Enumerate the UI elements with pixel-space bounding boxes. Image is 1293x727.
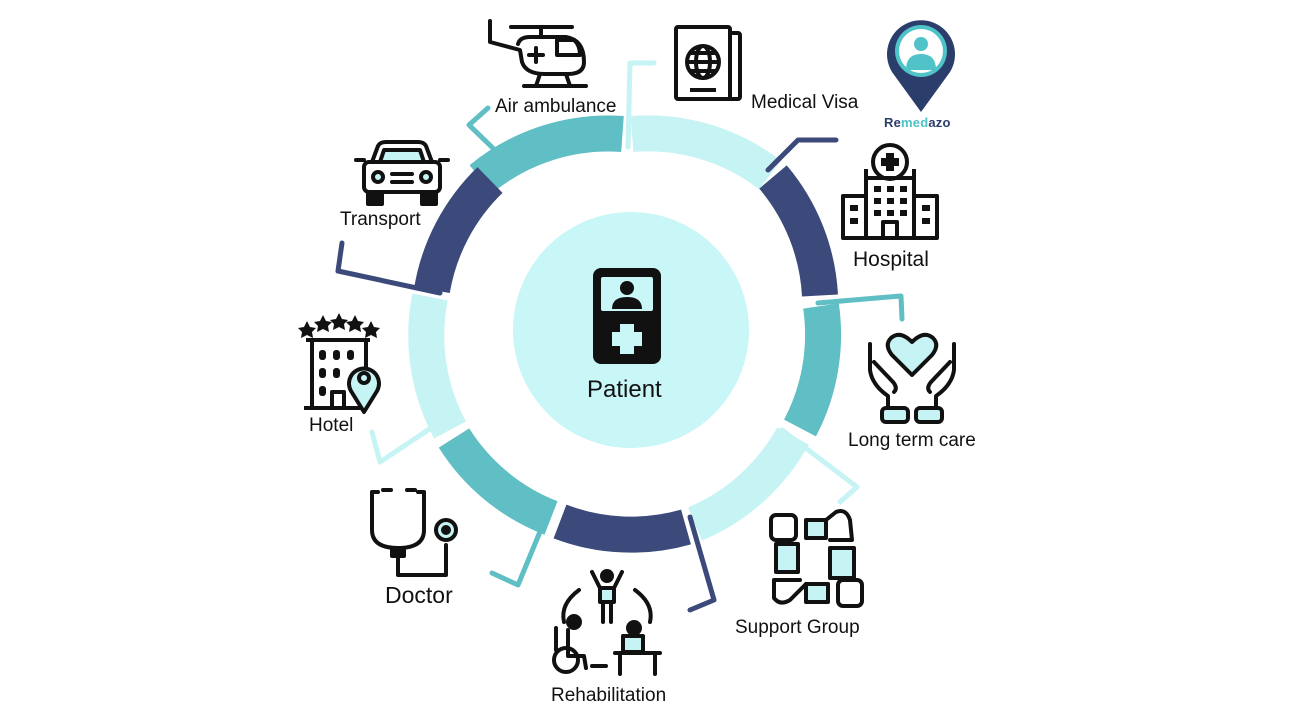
helicopter-icon	[488, 19, 588, 88]
patient-card-icon	[593, 268, 661, 364]
hands-heart-icon	[868, 332, 956, 424]
brand-text-part2: med	[901, 115, 929, 130]
label-hotel: Hotel	[309, 415, 354, 436]
ring-segment-hospital	[759, 165, 838, 297]
brand-text-part3: azo	[928, 115, 951, 130]
connector-long-term-care	[815, 293, 905, 322]
rehabilitation-icon	[552, 569, 662, 676]
connector-support-group	[779, 427, 860, 505]
doctor-location-pin-icon	[887, 20, 955, 112]
brand-text-part1: Re	[884, 115, 902, 130]
label-transport: Transport	[340, 209, 421, 230]
ring-segment-rehabilitation	[553, 504, 691, 553]
hotel-icon	[298, 313, 381, 414]
passport-icon	[674, 25, 742, 101]
label-doctor: Doctor	[385, 582, 453, 608]
center-label: Patient	[587, 376, 662, 403]
connector-transport	[335, 240, 443, 296]
label-rehabilitation: Rehabilitation	[551, 685, 667, 706]
ring-segment-hotel	[408, 293, 467, 439]
label-hospital: Hospital	[853, 248, 929, 271]
connector-rehabilitation	[687, 514, 717, 613]
hospital-icon	[841, 143, 939, 240]
label-long-term-care: Long term care	[848, 430, 976, 451]
car-icon	[354, 140, 450, 206]
connector-doctor	[489, 507, 552, 588]
ring-segment-air-ambulance	[469, 115, 624, 194]
label-air-ambulance: Air ambulance	[495, 96, 617, 117]
connector-hospital	[765, 137, 839, 173]
label-medical-visa: Medical Visa	[751, 92, 859, 113]
connector-medical-visa	[625, 60, 657, 150]
connector-air-ambulance	[466, 105, 501, 156]
stethoscope-icon	[370, 488, 458, 577]
ring-segment-doctor	[438, 428, 558, 535]
ring-segment-medical-visa	[630, 115, 781, 190]
brand-logo-text: Remedazo	[884, 115, 951, 130]
label-support-group: Support Group	[735, 617, 860, 638]
joined-hands-icon	[769, 509, 864, 608]
connector-hotel	[369, 421, 440, 465]
ring-segment-long-term-care	[783, 303, 842, 437]
ring-segment-support-group	[687, 426, 809, 541]
ring-segment-transport	[414, 167, 503, 294]
